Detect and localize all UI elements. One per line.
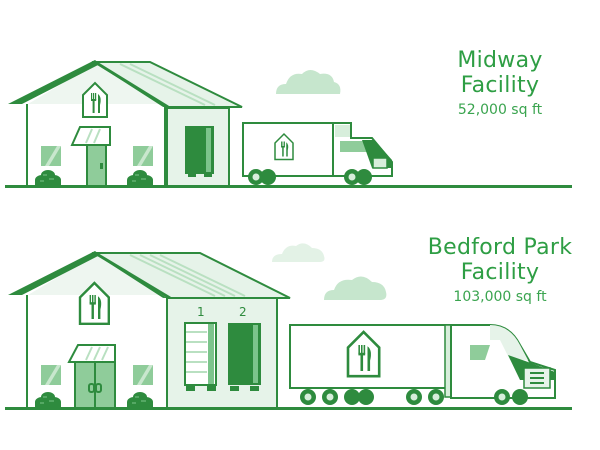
cloud-icon <box>272 243 325 262</box>
cloud-icon <box>324 276 387 300</box>
facility-name-line2: Facility <box>460 73 540 98</box>
bay-number: 2 <box>239 305 247 319</box>
facility-size: 52,000 sq ft <box>457 102 543 118</box>
facility-name-line1: Bedford Park <box>427 235 573 260</box>
bay-number: 1 <box>197 305 205 319</box>
facility-size: 103,000 sq ft <box>453 289 547 305</box>
box-truck-illustration <box>242 122 393 185</box>
midway-label: Midway Facility 52,000 sq ft <box>430 48 570 120</box>
ground-line <box>5 185 572 188</box>
facility-name-line2: Facility <box>460 260 540 285</box>
ground-line <box>5 407 572 410</box>
semi-truck-illustration <box>289 324 556 405</box>
cloud-icon <box>276 70 341 94</box>
bedford-park-label: Bedford Park Facility 103,000 sq ft <box>402 235 598 307</box>
facility-name-line1: Midway <box>457 48 543 73</box>
